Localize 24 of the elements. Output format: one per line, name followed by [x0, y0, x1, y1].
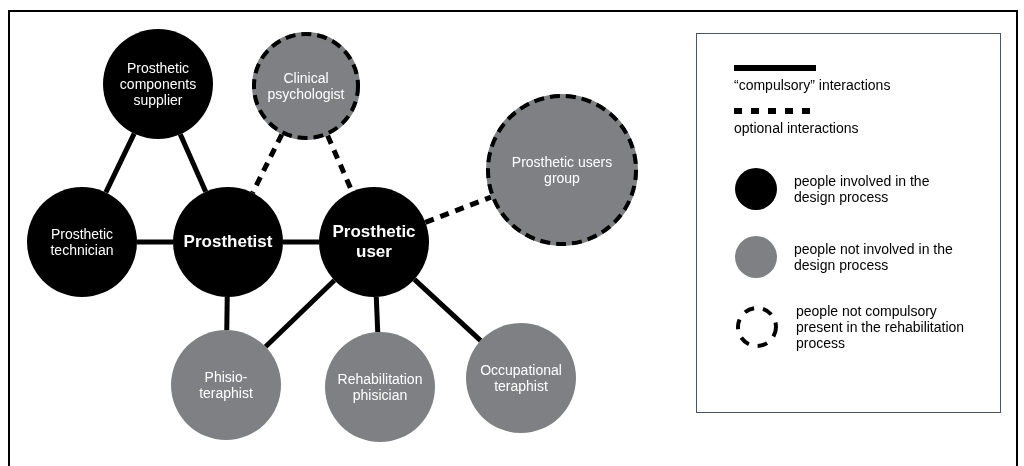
connector-line [178, 133, 208, 193]
node-label: Phisio- teraphist [198, 368, 254, 402]
connector-line [373, 296, 381, 333]
node-label: Prosthetic users group [510, 153, 614, 187]
node-label: Prosthetic components supplier [118, 59, 198, 109]
node-label: Prosthetic user [331, 222, 417, 262]
node-label: Rehabilitation phisician [336, 370, 424, 404]
legend-label: “compulsory” interactions [734, 76, 892, 95]
connector-line [250, 133, 285, 194]
connector-line [412, 277, 483, 343]
connector-line [224, 296, 230, 331]
connector-line [103, 132, 137, 194]
node-label: Occupational teraphist [479, 361, 563, 395]
node-label: Prosthetic technician [49, 225, 115, 259]
node-label: Clinical psychologist [266, 69, 346, 103]
connector-line [263, 278, 337, 349]
connector-line [137, 239, 173, 245]
legend-label: people not compulsory present in the rehabilitation process [796, 303, 966, 352]
legend-label: people involved in the design process [794, 172, 931, 206]
legend-label: people not involved in the design process [794, 240, 954, 274]
connector-line [424, 194, 492, 225]
node-label: Prosthetist [182, 232, 274, 252]
legend-label: optional interactions [734, 119, 860, 138]
connector-line [283, 239, 319, 245]
